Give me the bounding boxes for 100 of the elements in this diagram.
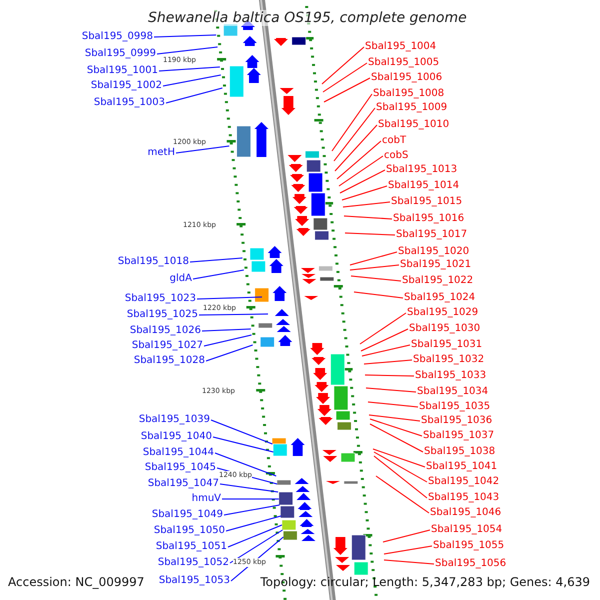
gene-label: hmuV <box>192 493 221 505</box>
gene-label: Sbal195_1034 <box>417 386 488 398</box>
leader-line <box>364 374 414 376</box>
gene-label: Sbal195_1017 <box>396 229 468 241</box>
leader-line <box>202 328 252 332</box>
leader-line <box>382 530 430 542</box>
leader-line <box>156 46 218 54</box>
info-text: Topology: circular; Length: 5,347,283 bp; Genes: 4,639 <box>260 575 590 589</box>
leader-line <box>376 476 430 514</box>
gene-label: Sbal195_1005 <box>368 57 440 69</box>
leader-line <box>210 420 273 444</box>
gene-label: Sbal195_1046 <box>430 507 502 519</box>
leader-line <box>384 560 434 564</box>
leader-line <box>158 66 220 72</box>
leader-line <box>374 452 428 482</box>
gene-label: Sbal195_1053 <box>158 575 230 587</box>
gene-label: Sbal195_1051 <box>156 541 227 553</box>
leader-line <box>220 484 279 492</box>
leader-line <box>230 530 284 564</box>
leader-line <box>332 94 372 152</box>
gene-label: Sbal195_1032 <box>413 354 484 366</box>
gene-label: Sbal195_1035 <box>419 401 490 413</box>
leader-line <box>354 292 404 298</box>
gene-label: Sbal195_1042 <box>428 476 500 488</box>
leader-line <box>338 156 384 186</box>
leader-line <box>226 516 282 532</box>
leader-line <box>342 202 390 208</box>
gene-label: Sbal195_1040 <box>140 431 212 443</box>
leader-line <box>322 46 364 84</box>
gene-label: Sbal195_1028 <box>134 355 205 367</box>
gene-label: cobT <box>382 135 406 147</box>
title: Shewanella baltica OS195, complete genome <box>148 10 467 26</box>
leader-line <box>336 140 382 180</box>
gene-label: Sbal195_1021 <box>400 259 472 271</box>
gene-label: Sbal195_1020 <box>398 246 470 258</box>
gene-label: Sbal195_1027 <box>132 340 203 352</box>
leader-line <box>370 424 424 452</box>
gene-label: Sbal195_1047 <box>148 478 219 490</box>
leader-line <box>228 524 282 548</box>
gene-label: gldA <box>170 273 192 285</box>
gene-label: Sbal195_1044 <box>142 447 214 459</box>
gene-label: Sbal195_1036 <box>421 415 492 427</box>
gene-label: cobS <box>384 150 408 162</box>
gene-label: Sbal195_1004 <box>365 41 436 53</box>
gene-label: Sbal195_1054 <box>431 524 502 536</box>
gene-label: Sbal195_1033 <box>415 370 486 382</box>
gene-label: Sbal195_1041 <box>426 461 498 473</box>
gene-label: Sbal195_1045 <box>144 462 216 474</box>
leader-line <box>364 360 412 364</box>
leader-line <box>350 264 400 270</box>
gene-label: Sbal195_1055 <box>433 540 504 552</box>
gene-label: Sbal195_1049 <box>152 509 223 521</box>
gene-label: Sbal195_0998 <box>82 31 153 43</box>
leader-line <box>196 296 262 300</box>
gene-label: Sbal195_1009 <box>376 102 448 114</box>
gene-label: Sbal195_0999 <box>84 48 156 60</box>
leader-line <box>190 258 243 262</box>
leader-line <box>212 436 274 452</box>
gene-label: Sbal195_1038 <box>424 446 496 458</box>
leader-line <box>350 276 402 282</box>
gene-label: Sbal195_1022 <box>402 275 474 287</box>
leader-line <box>342 186 388 200</box>
gene-label: Sbal195_1030 <box>409 323 480 335</box>
leader-line <box>176 146 230 154</box>
leader-line <box>384 546 432 554</box>
leader-line <box>360 312 406 344</box>
gene-label: Sbal195_1037 <box>423 430 494 442</box>
gene-label: Sbal195_1050 <box>154 525 225 537</box>
leader-line <box>374 456 428 498</box>
leader-line <box>360 328 408 352</box>
leader-line <box>370 418 422 436</box>
leader-line <box>204 334 252 346</box>
gene-label: Sbal195_1008 <box>373 88 444 100</box>
gene-label: Sbal195_1015 <box>391 196 462 208</box>
gene-label: Sbal195_1029 <box>407 307 478 319</box>
gene-label: Sbal195_1013 <box>386 164 458 176</box>
leader-line <box>368 402 418 408</box>
leader-line <box>192 270 244 280</box>
leader-line <box>372 448 426 468</box>
leader-line <box>162 74 222 86</box>
leader-line <box>324 78 370 102</box>
gene-label: Sbal195_1014 <box>388 180 460 192</box>
gene-label: Sbal195_1025 <box>126 309 198 321</box>
leader-line <box>206 344 254 362</box>
leader-line <box>224 504 280 516</box>
gene-label: Sbal195_1052 <box>158 557 229 569</box>
gene-label: Sbal195_1043 <box>428 492 500 504</box>
leader-line <box>334 124 378 172</box>
gene-label: Sbal195_1002 <box>90 80 162 92</box>
leader-line <box>222 498 280 500</box>
leader-line <box>350 252 398 266</box>
gene-label: Sbal195_1024 <box>404 292 476 304</box>
gene-label: Sbal195_1031 <box>411 339 482 351</box>
gene-label: Sbal195_1006 <box>371 72 442 84</box>
gene-label: Sbal195_1039 <box>138 414 210 426</box>
leader-line <box>366 388 416 392</box>
leader-line <box>344 216 392 220</box>
leader-line <box>362 344 410 356</box>
leader-line <box>368 414 420 422</box>
gene-label: Sbal195_1018 <box>118 256 189 268</box>
